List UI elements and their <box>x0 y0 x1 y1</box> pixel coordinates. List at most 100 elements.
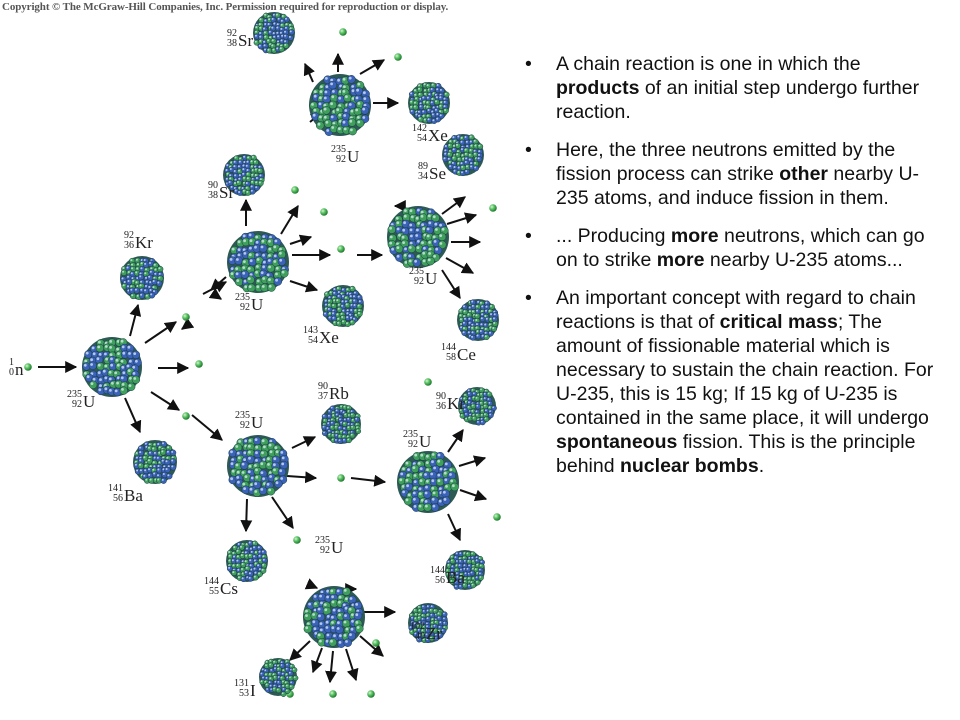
mass-number: 1 <box>9 357 14 368</box>
mass-number: 90 <box>208 180 218 191</box>
atomic-number: 92 <box>408 439 418 450</box>
nucleus-icon <box>133 440 177 484</box>
atomic-number: 37 <box>318 391 328 402</box>
nucleus-icon <box>226 540 268 583</box>
bullet-dot: • <box>525 53 532 75</box>
neutron-icon <box>424 378 432 386</box>
bullet-text: A chain reaction is one in which the <box>556 53 861 75</box>
neutron-icon <box>489 204 497 212</box>
element-symbol: Se <box>429 164 446 183</box>
mass-number: 235 <box>331 144 346 155</box>
arrow-icon <box>124 397 142 434</box>
arrow-icon <box>129 303 142 337</box>
element-symbol: n <box>15 360 24 379</box>
neutron-icon <box>182 313 190 321</box>
atomic-number: 58 <box>446 352 456 363</box>
bullet-text: fission. This is the principle behind <box>556 431 916 477</box>
nucleus-icon <box>458 387 497 426</box>
arrow-icon <box>441 269 461 300</box>
bullet-dot: • <box>525 287 532 309</box>
atomic-number: 92 <box>336 154 346 165</box>
neutron-icon <box>337 474 345 482</box>
nucleus-icon <box>321 404 362 444</box>
nucleus-icon <box>303 586 365 648</box>
nucleus-icon <box>445 550 485 590</box>
neutron-icon <box>493 513 501 521</box>
neutron-icon <box>182 412 190 420</box>
arrow-icon <box>150 391 181 411</box>
mass-number: 92 <box>227 28 237 39</box>
neutron-icon <box>329 690 337 698</box>
bullet-text: ... Producing <box>556 225 671 247</box>
element-symbol: U <box>419 432 431 451</box>
bullet-item: •An important concept with regard to cha… <box>520 286 940 478</box>
bullet-item: •... Producing more neutrons, which can … <box>520 224 940 272</box>
atomic-number: 40 <box>415 631 425 642</box>
bullet-text: Here, the three neutrons emitted by the … <box>556 139 896 185</box>
atomic-number: 36 <box>436 401 446 412</box>
arrow-icon <box>447 429 464 453</box>
bullet-item: •Here, the three neutrons emitted by the… <box>520 138 940 210</box>
mass-number: 235 <box>235 410 250 421</box>
element-symbol: U <box>251 295 263 314</box>
element-symbol: U <box>251 413 263 432</box>
element-symbol: U <box>347 147 359 166</box>
nucleus-icon <box>408 603 448 644</box>
mass-number: 142 <box>412 123 427 134</box>
arrows-layer <box>38 52 488 684</box>
mass-number: 92 <box>124 230 134 241</box>
neutrons-layer <box>24 28 501 698</box>
arrow-icon <box>291 436 317 449</box>
nucleus-icon <box>408 82 450 124</box>
nucleus-icon <box>223 154 265 196</box>
arrow-icon <box>350 474 387 487</box>
nucleus-icon <box>322 285 364 328</box>
bullet-bold-text: more <box>656 249 705 271</box>
element-symbol: Rb <box>329 384 349 403</box>
arrow-icon <box>446 212 478 225</box>
arrow-icon <box>445 257 475 274</box>
element-symbol: U <box>83 392 95 411</box>
neutron-icon <box>394 53 402 61</box>
nucleus-icon <box>457 299 499 341</box>
element-symbol: Cs <box>220 579 238 598</box>
bullet-text: ; The amount of fissionable material whi… <box>556 311 934 429</box>
bullet-bold-text: more <box>670 225 719 247</box>
bullet-bold-text: critical mass <box>719 311 838 333</box>
arrow-icon <box>345 648 359 682</box>
neutron-icon <box>337 245 345 253</box>
nucleus-icon <box>253 12 295 54</box>
mass-number: 144 <box>430 565 445 576</box>
element-symbol: Sr <box>238 31 253 50</box>
bullet-bold-text: products <box>556 77 640 99</box>
mass-number: 235 <box>409 266 424 277</box>
atomic-number: 38 <box>227 38 237 49</box>
mass-number: 102 <box>410 621 425 632</box>
atomic-number: 55 <box>209 586 219 597</box>
element-symbol: U <box>331 538 343 557</box>
arrow-icon <box>208 288 222 300</box>
element-symbol: Kr <box>135 233 153 252</box>
atomic-number: 92 <box>72 399 82 410</box>
nucleus-icon <box>227 231 289 293</box>
atomic-number: 92 <box>320 545 330 556</box>
nucleus-icon <box>82 337 142 397</box>
neutron-icon <box>339 28 347 36</box>
element-symbol: Ce <box>457 345 476 364</box>
bullet-text: nearby U-235 atoms, and induce fission i… <box>556 163 920 209</box>
nucleus-icon <box>259 658 299 697</box>
neutron-icon <box>367 690 375 698</box>
arrow-icon <box>181 317 195 330</box>
nucleus-icon <box>309 74 371 136</box>
